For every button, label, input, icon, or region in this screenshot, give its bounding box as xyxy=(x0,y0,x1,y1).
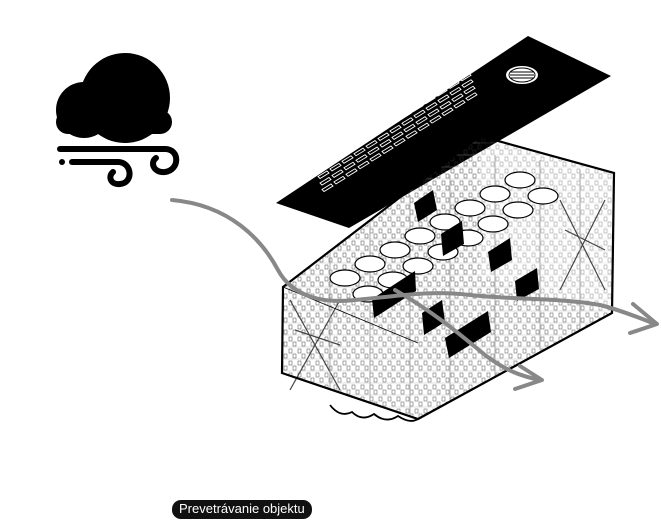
skylight xyxy=(381,145,394,155)
skylight xyxy=(411,103,424,112)
skylight xyxy=(329,162,342,172)
skylight xyxy=(339,148,352,158)
skylight xyxy=(319,176,332,186)
skylight xyxy=(429,115,442,124)
skylight xyxy=(453,99,466,109)
skylight xyxy=(375,125,388,135)
skylight xyxy=(461,79,474,88)
tank-cylinder xyxy=(527,187,559,205)
tank-cylinder xyxy=(502,201,534,219)
skylight xyxy=(377,132,390,142)
tank-cylinder xyxy=(354,255,386,273)
roof-fan-icon xyxy=(506,66,538,84)
skylight xyxy=(399,110,412,120)
skylight xyxy=(365,140,378,149)
tank-cylinder xyxy=(402,257,434,275)
skylight xyxy=(357,160,370,170)
airflow-arrows xyxy=(170,198,659,391)
skylight xyxy=(441,107,454,117)
building-outline xyxy=(280,134,616,421)
skylight xyxy=(351,141,364,150)
bottom-wave xyxy=(329,312,613,422)
skylight xyxy=(345,168,358,177)
skylight xyxy=(417,122,430,132)
skylight xyxy=(435,87,448,97)
skylight xyxy=(405,130,418,139)
tank-cylinder xyxy=(404,227,436,245)
skylight xyxy=(367,146,380,156)
skylight xyxy=(317,170,330,180)
skylight xyxy=(315,163,328,173)
skylight xyxy=(327,156,340,165)
skylight xyxy=(439,100,452,110)
tank-cylinder xyxy=(429,213,461,231)
skylight xyxy=(401,117,414,126)
tank-cylinder xyxy=(477,215,509,233)
skylight xyxy=(423,95,436,105)
tank-cylinder xyxy=(504,171,536,189)
tank-cylinder xyxy=(454,199,486,217)
skylight xyxy=(449,86,462,96)
cloud-wind-icon xyxy=(56,53,180,188)
skylight xyxy=(447,80,460,89)
diagram-caption: Prevetrávanie objektu xyxy=(172,500,312,519)
skylight-grid xyxy=(315,72,478,193)
skylight xyxy=(465,92,478,101)
tank-cylinder xyxy=(329,269,361,287)
skylight xyxy=(451,93,464,102)
skylight xyxy=(413,109,426,119)
skylight xyxy=(387,118,400,127)
airflow-arrowhead-lower xyxy=(513,364,544,391)
skylight xyxy=(391,131,404,140)
skylight xyxy=(427,108,440,118)
skylight xyxy=(343,161,356,171)
skylight xyxy=(331,169,344,178)
skylight xyxy=(425,102,438,111)
skylight xyxy=(355,154,368,163)
skylight xyxy=(393,137,406,147)
roof-slab xyxy=(276,36,611,228)
skylight xyxy=(369,153,382,162)
skylight xyxy=(333,175,346,185)
left-bracing xyxy=(289,299,341,391)
skylight xyxy=(415,116,428,125)
skylight xyxy=(353,147,366,157)
airflow-arrowhead-right xyxy=(628,302,659,335)
tank-cylinder xyxy=(379,241,411,259)
skylight xyxy=(389,124,402,134)
skylight xyxy=(321,183,334,193)
skylight xyxy=(403,123,416,133)
airflow-path-lower xyxy=(393,288,542,382)
skylight xyxy=(379,138,392,148)
right-bracing xyxy=(559,199,606,291)
skylight xyxy=(363,133,376,143)
skylight xyxy=(463,85,476,95)
skylight xyxy=(437,94,450,104)
skylight xyxy=(459,72,472,82)
skylight xyxy=(341,155,354,164)
tank-cylinder xyxy=(479,185,511,203)
